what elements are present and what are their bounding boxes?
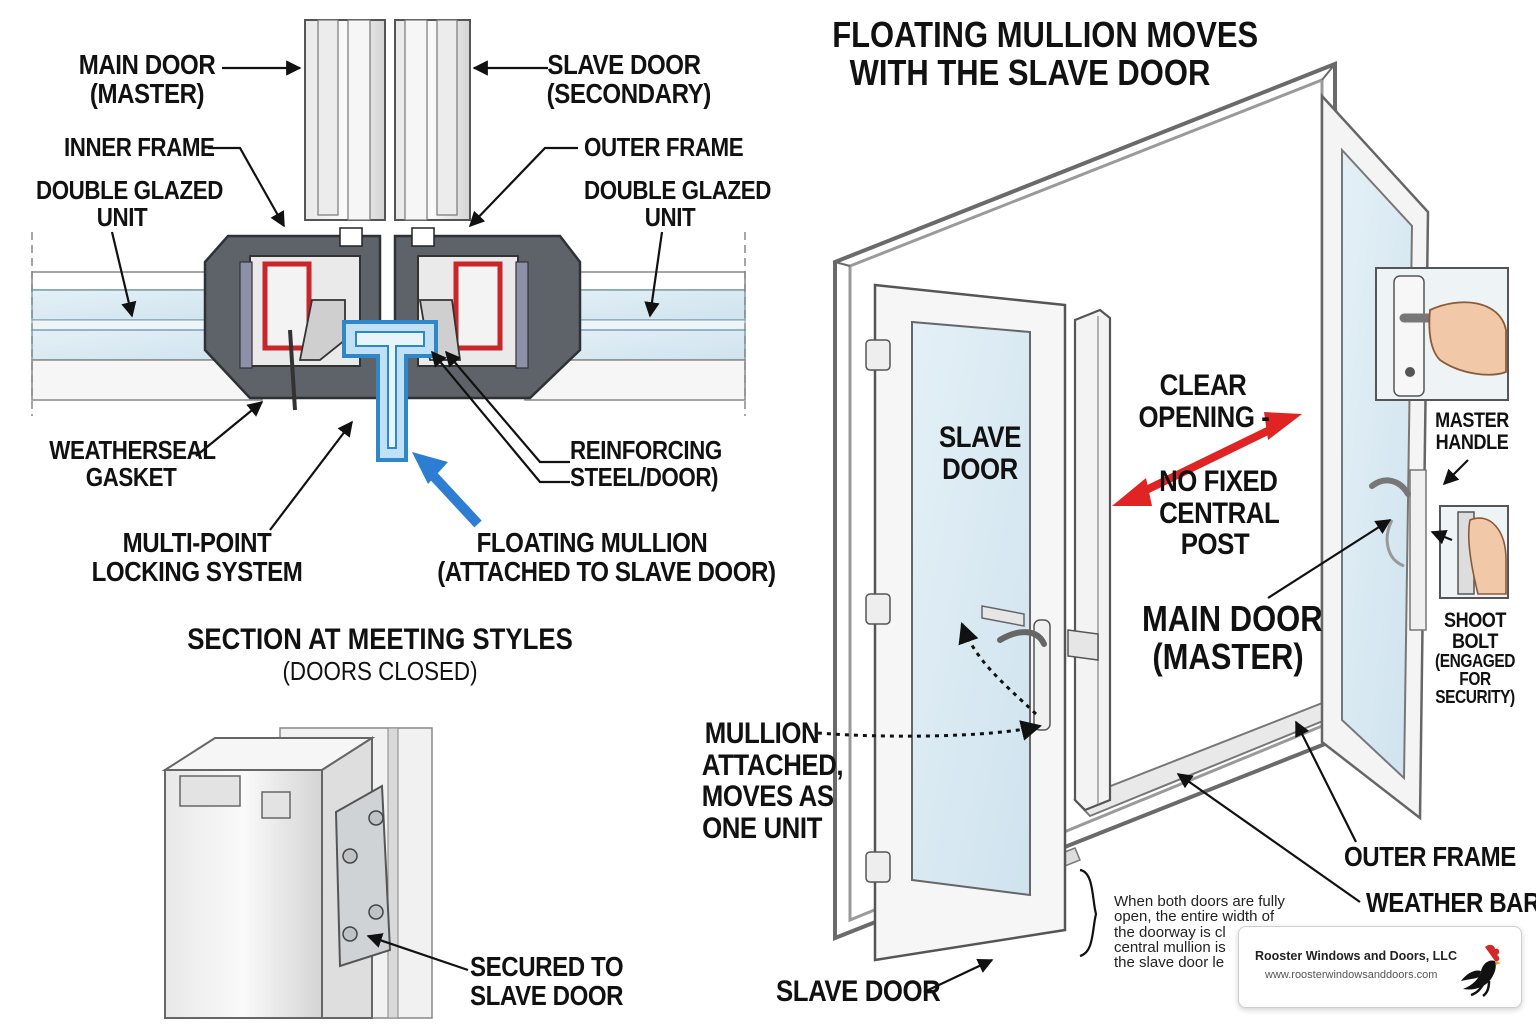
label-outer-frame: OUTER FRAME (584, 132, 744, 162)
door-profiles-vertical (304, 19, 471, 221)
label-outer-frame-door: OUTER FRAME (1344, 841, 1516, 872)
brand-name: Rooster Windows and Doors, LLC (1255, 949, 1457, 963)
label-weather-bar: WEATHER BAR (1366, 887, 1536, 918)
mullion-detail-drawing (161, 727, 469, 1019)
label-main-door: MAIN DOOR(MASTER) (78, 49, 216, 110)
label-slave-door-bottom: SLAVE DOOR (776, 975, 941, 1008)
slave-door (865, 283, 1067, 962)
master-door (1320, 92, 1430, 821)
rooster-icon (1461, 944, 1501, 997)
brand-card: Rooster Windows and Doors, LLC www.roost… (1238, 926, 1522, 1008)
floating-mullion-section (342, 320, 438, 462)
door-note: When both doors are fully open, the enti… (1114, 894, 1285, 971)
clear-opening-arrow (1112, 412, 1302, 506)
section-leader-lines (110, 60, 664, 531)
frame-profile-left (203, 227, 382, 411)
floating-mullion-arrow (412, 452, 482, 528)
door-illustration (817, 61, 1509, 993)
label-inner-frame: INNER FRAME (64, 132, 215, 162)
section-title: SECTION AT MEETING STYLES (187, 623, 573, 656)
shoot-bolt-inset (1439, 505, 1509, 599)
label-floating-mullion: FLOATING MULLION(ATTACHED TO SLAVE DOOR) (437, 527, 776, 588)
section-subtitle: (DOORS CLOSED) (282, 656, 478, 686)
door-leader-lines (817, 459, 1469, 993)
label-slave-door: SLAVE DOOR(SECONDARY) (546, 49, 712, 110)
cross-section-drawing (31, 19, 746, 531)
master-handle-inset (1375, 267, 1509, 401)
label-main-door-master: MAIN DOOR(MASTER) (1142, 598, 1323, 677)
floating-mullion-post (1067, 308, 1112, 812)
frame-profile-right (393, 227, 582, 400)
brand-url: www.roosterwindowsanddoors.com (1265, 969, 1438, 981)
